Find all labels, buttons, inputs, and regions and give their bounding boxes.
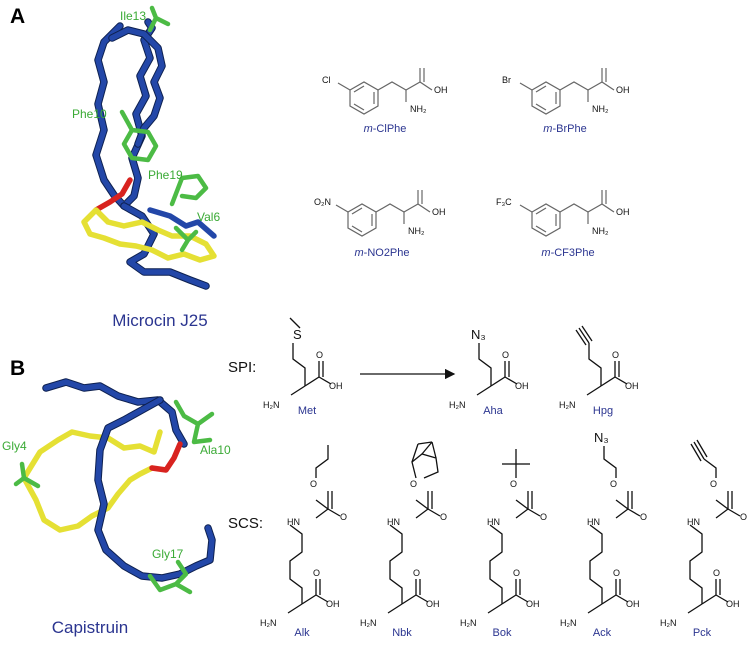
svg-text:O: O [502,350,509,360]
svg-text:OH: OH [526,599,540,609]
svg-text:NH₂: NH₂ [592,104,609,114]
svg-text:OH: OH [426,599,440,609]
chemical-structure: HN O O H₂N OH O [260,445,347,628]
svg-text:O: O [316,350,323,360]
panel-b-label: B [10,357,25,380]
chemical-structure: Cl OH NH₂ [322,67,448,115]
svg-text:H₂N: H₂N [360,618,377,628]
svg-text:H₂N: H₂N [559,400,576,410]
svg-text:O₂N: O₂N [314,197,331,207]
svg-text:H₂N: H₂N [263,400,280,410]
chemical-structure: N₃ HN O O H₂N OH O [560,430,647,628]
svg-text:OH: OH [616,207,630,217]
chemical-structure: S H₂N OH O [263,317,343,410]
svg-text:H₂N: H₂N [460,618,477,628]
svg-text:HN: HN [687,517,700,527]
chemical-structure: HN O O H₂N OH O [360,441,447,628]
svg-text:Br: Br [502,75,511,85]
svg-text:O: O [540,512,547,522]
svg-text:Cl: Cl [322,75,331,85]
compound-name: Met [298,405,316,417]
chemical-structure: HN O O H₂N OH O [460,449,547,628]
svg-text:HN: HN [287,517,300,527]
svg-text:H₂N: H₂N [449,400,466,410]
svg-text:O: O [740,512,747,522]
svg-text:HN: HN [387,517,400,527]
scs-label: SCS: [228,515,263,532]
compound-name: m-BrPhe [543,123,586,135]
compound-name: Nbk [392,627,412,639]
svg-text:OH: OH [626,599,640,609]
chemical-structure: H₂N OH O [559,325,639,410]
residue-label: Val6 [197,210,220,224]
svg-text:S: S [293,327,302,342]
svg-text:H₂N: H₂N [260,618,277,628]
svg-text:O: O [313,568,320,578]
svg-text:O: O [513,568,520,578]
structure-title: Capistruin [52,618,129,637]
compound-name: Pck [693,627,712,639]
svg-text:NH₂: NH₂ [408,226,425,236]
svg-text:H₂N: H₂N [560,618,577,628]
svg-text:O: O [610,479,617,489]
svg-text:OH: OH [616,85,630,95]
svg-text:O: O [713,568,720,578]
chemical-structure: O₂N OH NH₂ [314,189,446,237]
svg-text:HN: HN [487,517,500,527]
svg-text:OH: OH [726,599,740,609]
capistruin-structure [13,378,216,595]
svg-text:O: O [640,512,647,522]
svg-text:NH₂: NH₂ [592,226,609,236]
residue-label: Ile13 [120,9,146,23]
svg-text:HN: HN [587,517,600,527]
chemical-structure: HN O O H₂N OH O [660,439,747,628]
compound-name: Aha [483,405,503,417]
chemical-structure: N₃ H₂N OH O [449,327,529,410]
compound-name: m-NO2Phe [354,247,409,259]
chemical-structure: Br OH NH₂ [502,67,630,115]
svg-text:O: O [440,512,447,522]
svg-text:O: O [710,479,717,489]
compound-name: Ack [593,627,612,639]
compound-name: Bok [493,627,512,639]
svg-text:NH₂: NH₂ [410,104,427,114]
svg-text:H₂N: H₂N [660,618,677,628]
compound-name: Alk [294,627,310,639]
compound-name: Hpg [593,405,613,417]
svg-text:OH: OH [432,207,446,217]
svg-text:O: O [340,512,347,522]
residue-label: Phe19 [148,168,183,182]
svg-text:OH: OH [329,381,343,391]
compound-name: m-CF3Phe [541,247,594,259]
residue-label: Gly17 [152,547,184,561]
svg-text:OH: OH [625,381,639,391]
svg-text:N₃: N₃ [594,430,609,445]
residue-label: Ala10 [200,443,231,457]
svg-text:O: O [310,479,317,489]
svg-text:O: O [410,479,417,489]
residue-label: Phe10 [72,107,107,121]
svg-text:O: O [612,350,619,360]
svg-text:OH: OH [515,381,529,391]
svg-text:N₃: N₃ [471,327,486,342]
svg-text:OH: OH [434,85,448,95]
svg-text:F₃C: F₃C [496,197,512,207]
structure-title: Microcin J25 [112,311,207,330]
svg-text:O: O [613,568,620,578]
compound-name: m-ClPhe [364,123,407,135]
svg-text:O: O [413,568,420,578]
residue-label: Gly4 [2,439,27,453]
panel-a-label: A [10,5,25,28]
microcin-j25-structure [81,5,217,290]
chemical-structure: F₃C OH NH₂ [496,189,630,237]
svg-text:OH: OH [326,599,340,609]
spi-label: SPI: [228,359,256,376]
svg-text:O: O [510,479,517,489]
